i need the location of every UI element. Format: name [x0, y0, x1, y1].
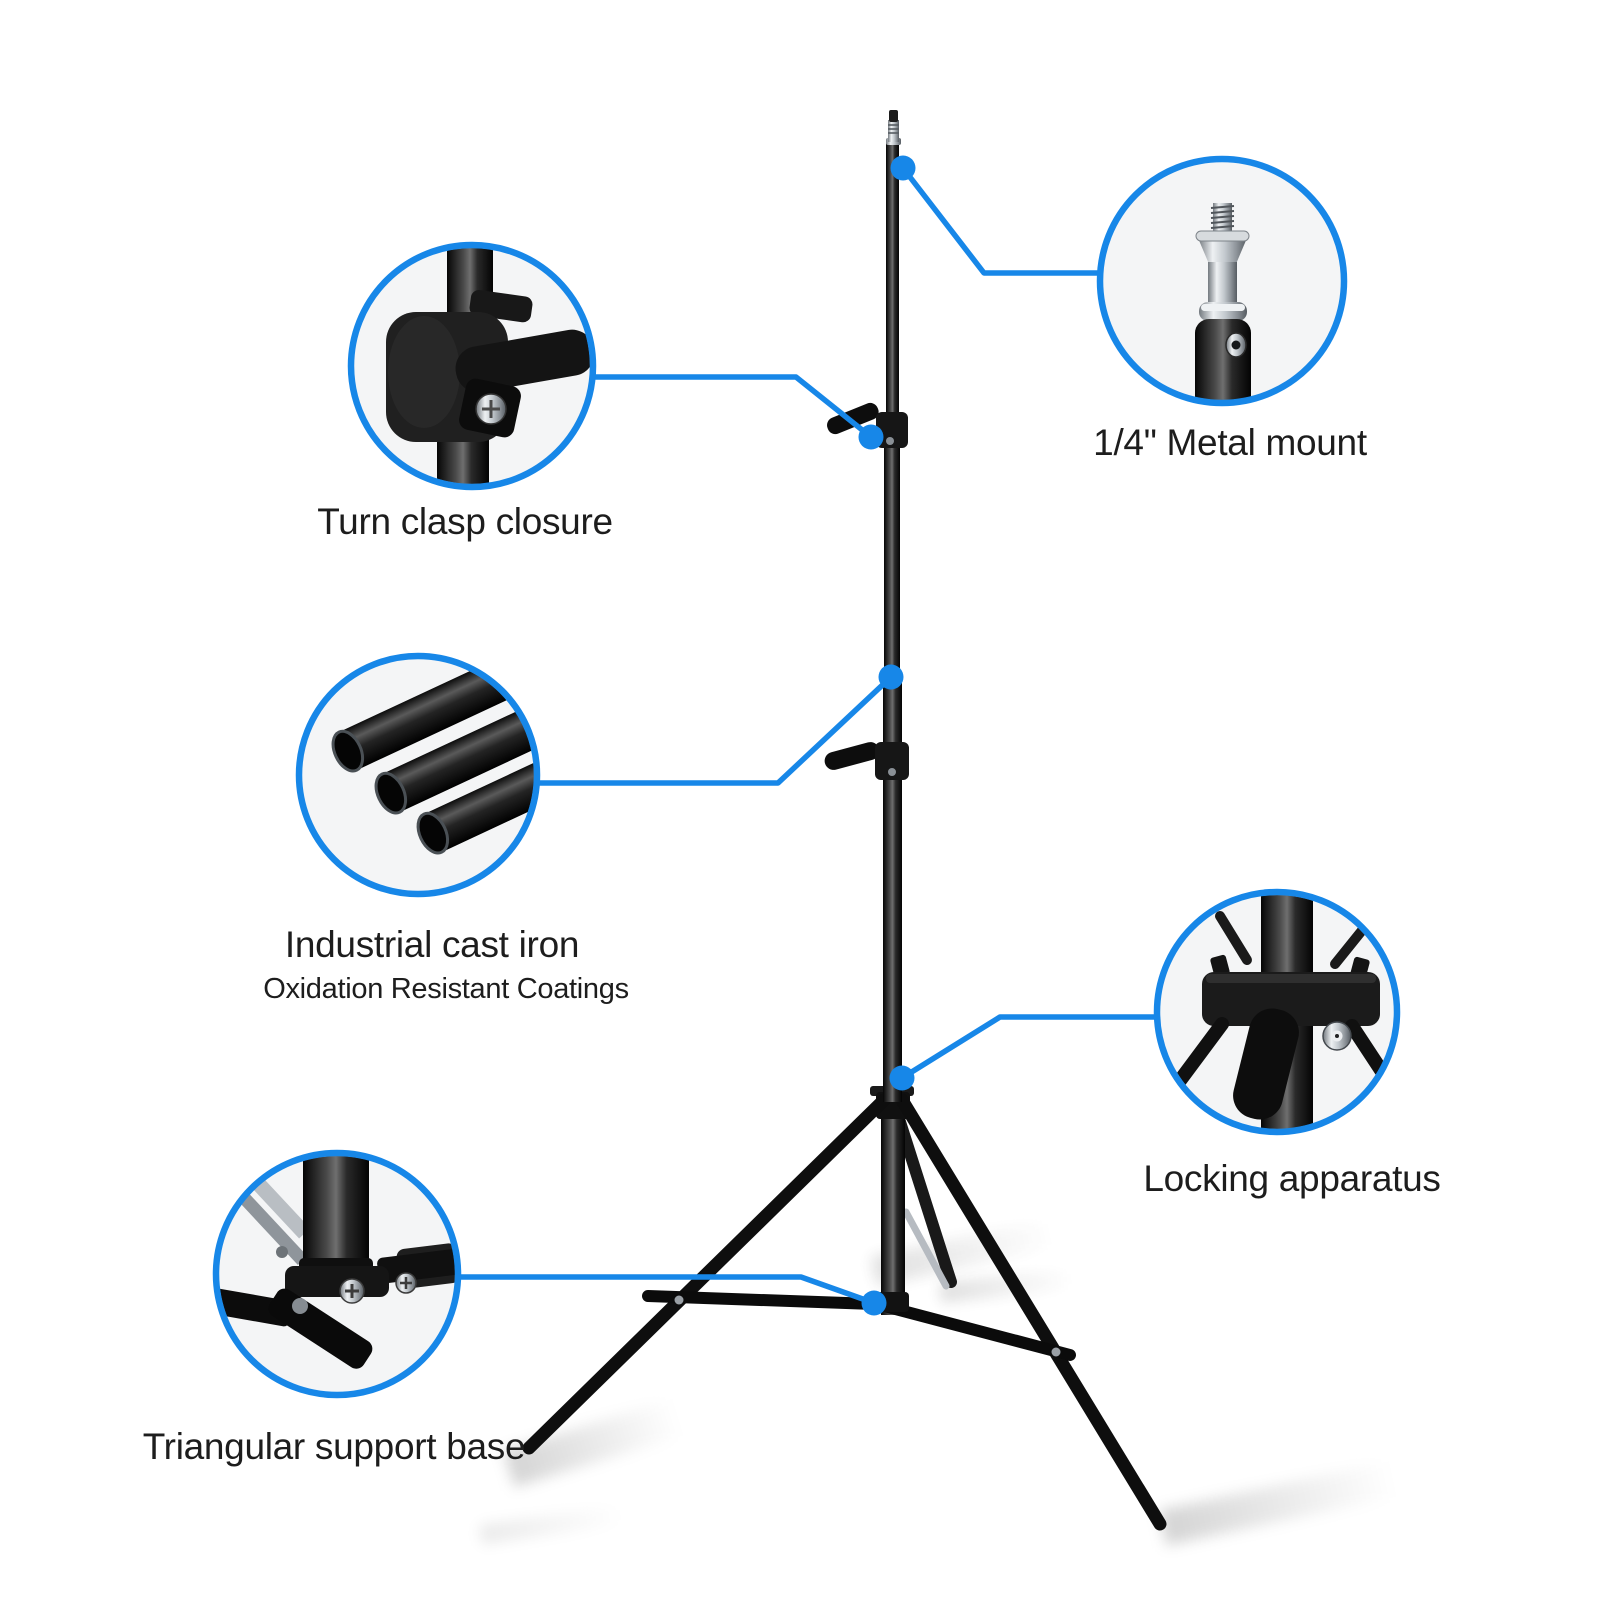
callout-line-support-base	[456, 1274, 877, 1306]
shadow-back-leg	[870, 1218, 1058, 1286]
stand-left-brace	[642, 1290, 880, 1310]
detail-circle-cast-iron	[295, 652, 541, 898]
light-stand	[522, 110, 1167, 1531]
brace-screw-right	[1051, 1347, 1061, 1357]
clasp-knob-closeup-icon	[386, 248, 590, 484]
threaded-spigot-closeup-icon	[1195, 203, 1251, 400]
callout-dot-metal-mount	[890, 155, 916, 181]
shadow-front-faint	[479, 1504, 626, 1545]
callout-dot-locking	[889, 1065, 915, 1091]
stand-lower-pole	[881, 1090, 905, 1315]
callout-dot-turn-clasp	[858, 424, 884, 450]
stand-right-brace	[882, 1301, 1076, 1361]
brace-screw-left	[674, 1295, 684, 1305]
callout-lines	[456, 165, 1161, 1306]
shadow-left-foot	[503, 1399, 682, 1487]
callout-dot-cast-iron	[878, 664, 904, 690]
detail-circle-locking	[1153, 888, 1401, 1136]
callout-line-cast-iron	[535, 674, 894, 786]
stand-pole-segment-1	[886, 142, 899, 437]
stand-pole-segment-2	[884, 428, 900, 686]
label-metal-mount: 1/4" Metal mount	[1093, 422, 1367, 463]
detail-circle-metal-mount	[1096, 155, 1348, 407]
stand-spigot	[886, 110, 901, 145]
stand-clasp-lower	[824, 742, 909, 780]
locking-collar-closeup-icon	[1160, 895, 1394, 1129]
label-oxidation-resistant-coatings: Oxidation Resistant Coatings	[263, 973, 629, 1005]
label-triangular-support-base: Triangular support base	[142, 1426, 526, 1467]
floor-shadows	[479, 1218, 1397, 1546]
stand-right-leg	[895, 1093, 1167, 1531]
detail-circle-turn-clasp	[347, 241, 597, 491]
label-turn-clasp-closure: Turn clasp closure	[317, 501, 613, 542]
stand-back-brace	[902, 1208, 950, 1290]
callout-line-turn-clasp	[590, 374, 874, 440]
callout-dot-support-base	[861, 1290, 887, 1316]
callout-line-locking	[899, 1014, 1161, 1081]
shadow-right-foot	[1158, 1461, 1397, 1546]
callout-dots	[858, 155, 916, 1316]
label-locking-apparatus: Locking apparatus	[1143, 1158, 1441, 1199]
stand-pole-segment-3	[883, 672, 902, 1102]
label-industrial-cast-iron: Industrial cast iron	[284, 924, 580, 965]
callout-line-metal-mount	[900, 165, 1104, 276]
detail-circle-support-base	[212, 1149, 462, 1399]
stand-left-leg	[522, 1093, 891, 1455]
stand-clasp-upper	[827, 402, 908, 448]
